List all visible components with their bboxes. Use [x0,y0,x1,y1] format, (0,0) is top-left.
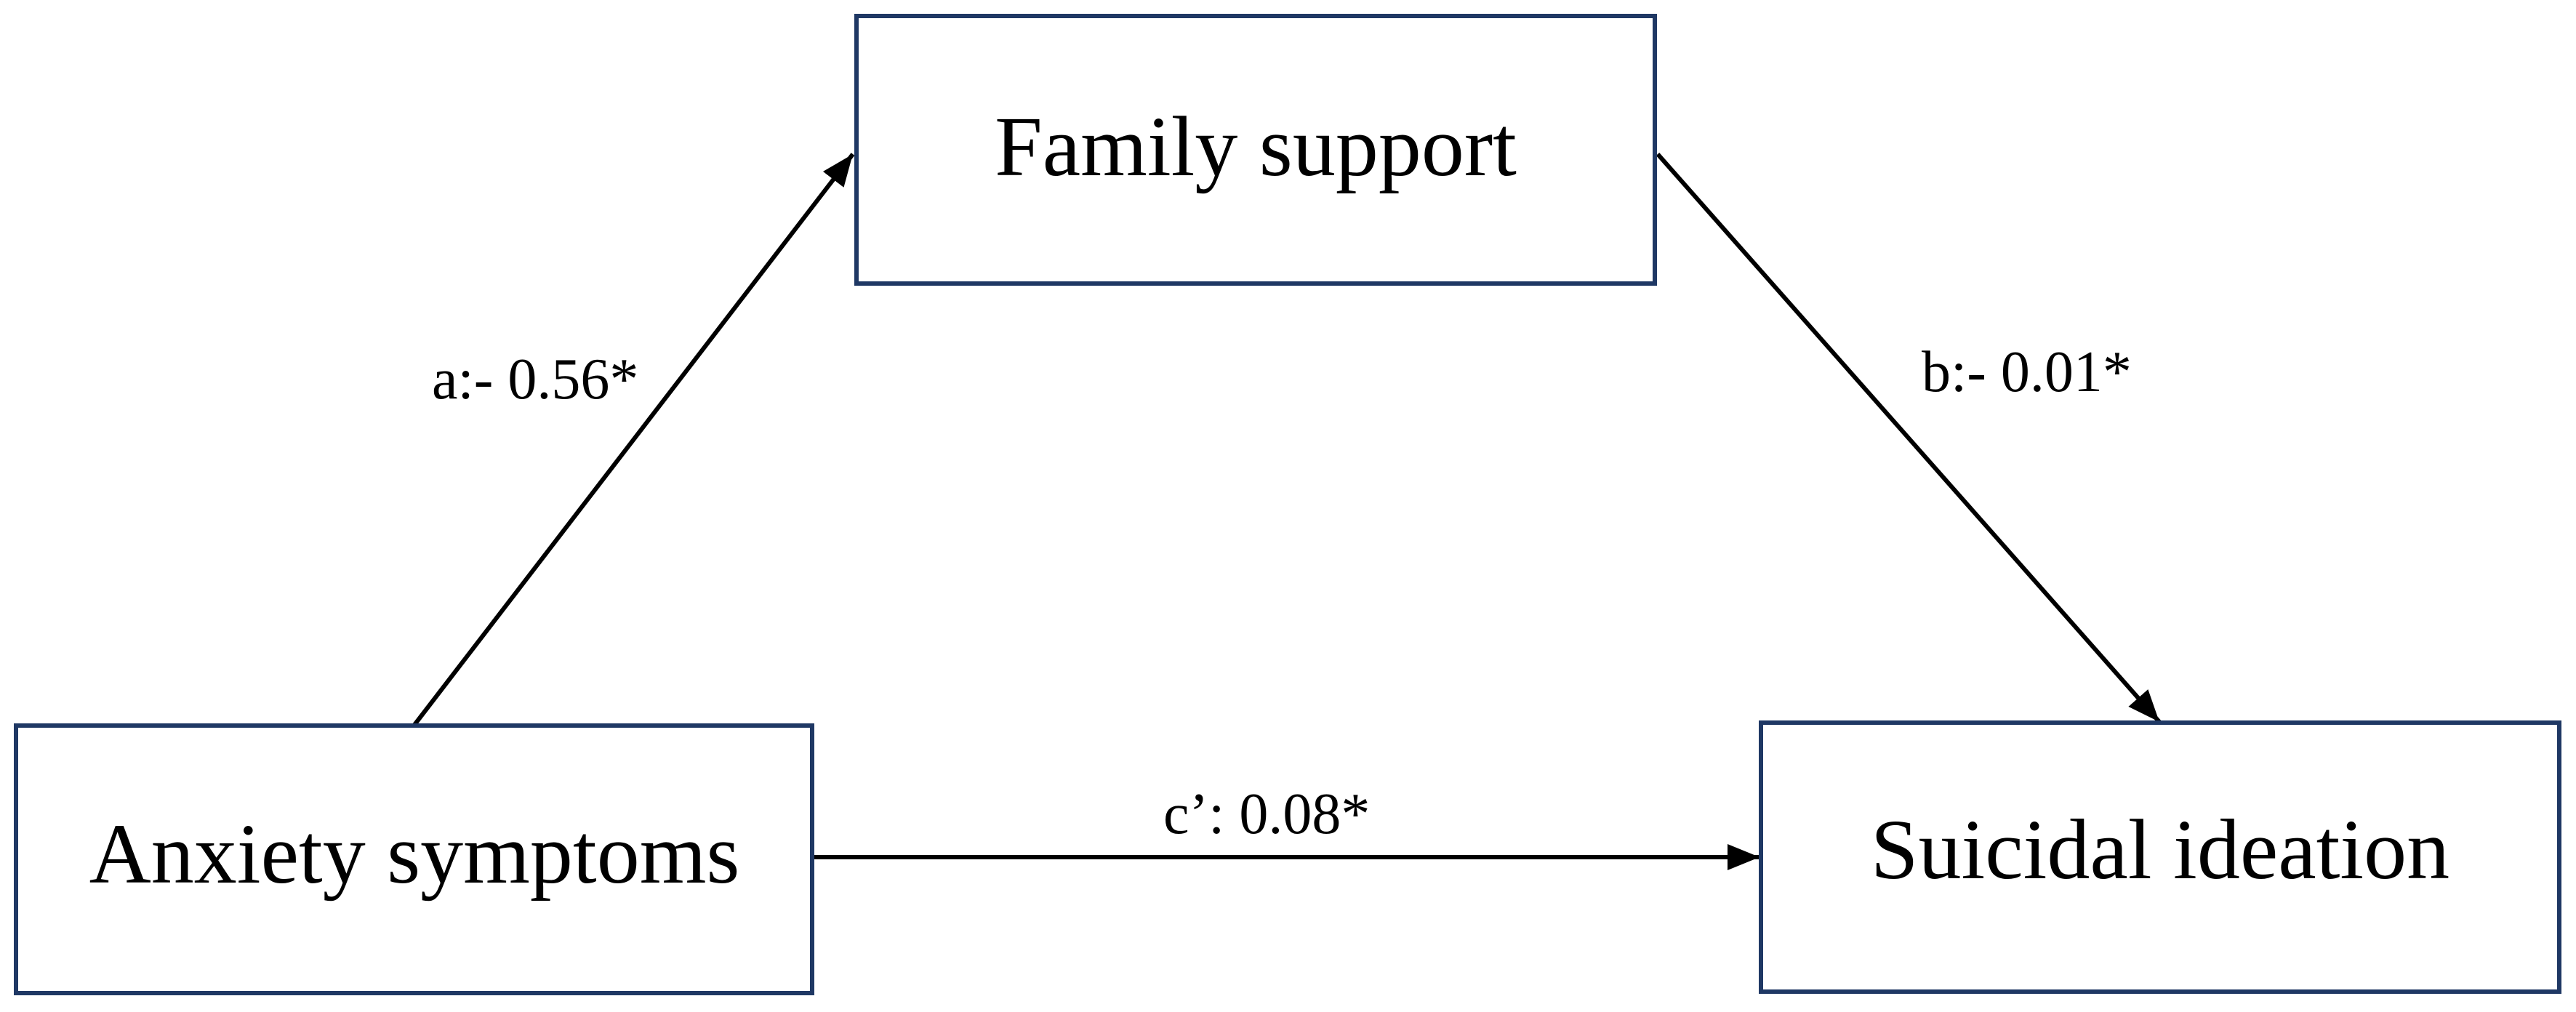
node-anxiety-symptoms: Anxiety symptoms [14,723,814,995]
path-a-arrow [412,153,855,726]
node-family-support: Family support [854,14,1657,286]
node-suicidal-ideation-label: Suicidal ideation [1871,802,2449,897]
node-suicidal-ideation: Suicidal ideation [1759,720,2561,994]
node-anxiety-symptoms-label: Anxiety symptoms [89,806,740,901]
path-c-prime-coefficient: c’: 0.08* [1163,782,1370,846]
node-family-support-label: Family support [995,99,1517,194]
path-b-coefficient: b:- 0.01* [1922,340,2132,404]
path-b-arrow [1656,153,2162,723]
path-a-coefficient: a:- 0.56* [432,348,638,411]
